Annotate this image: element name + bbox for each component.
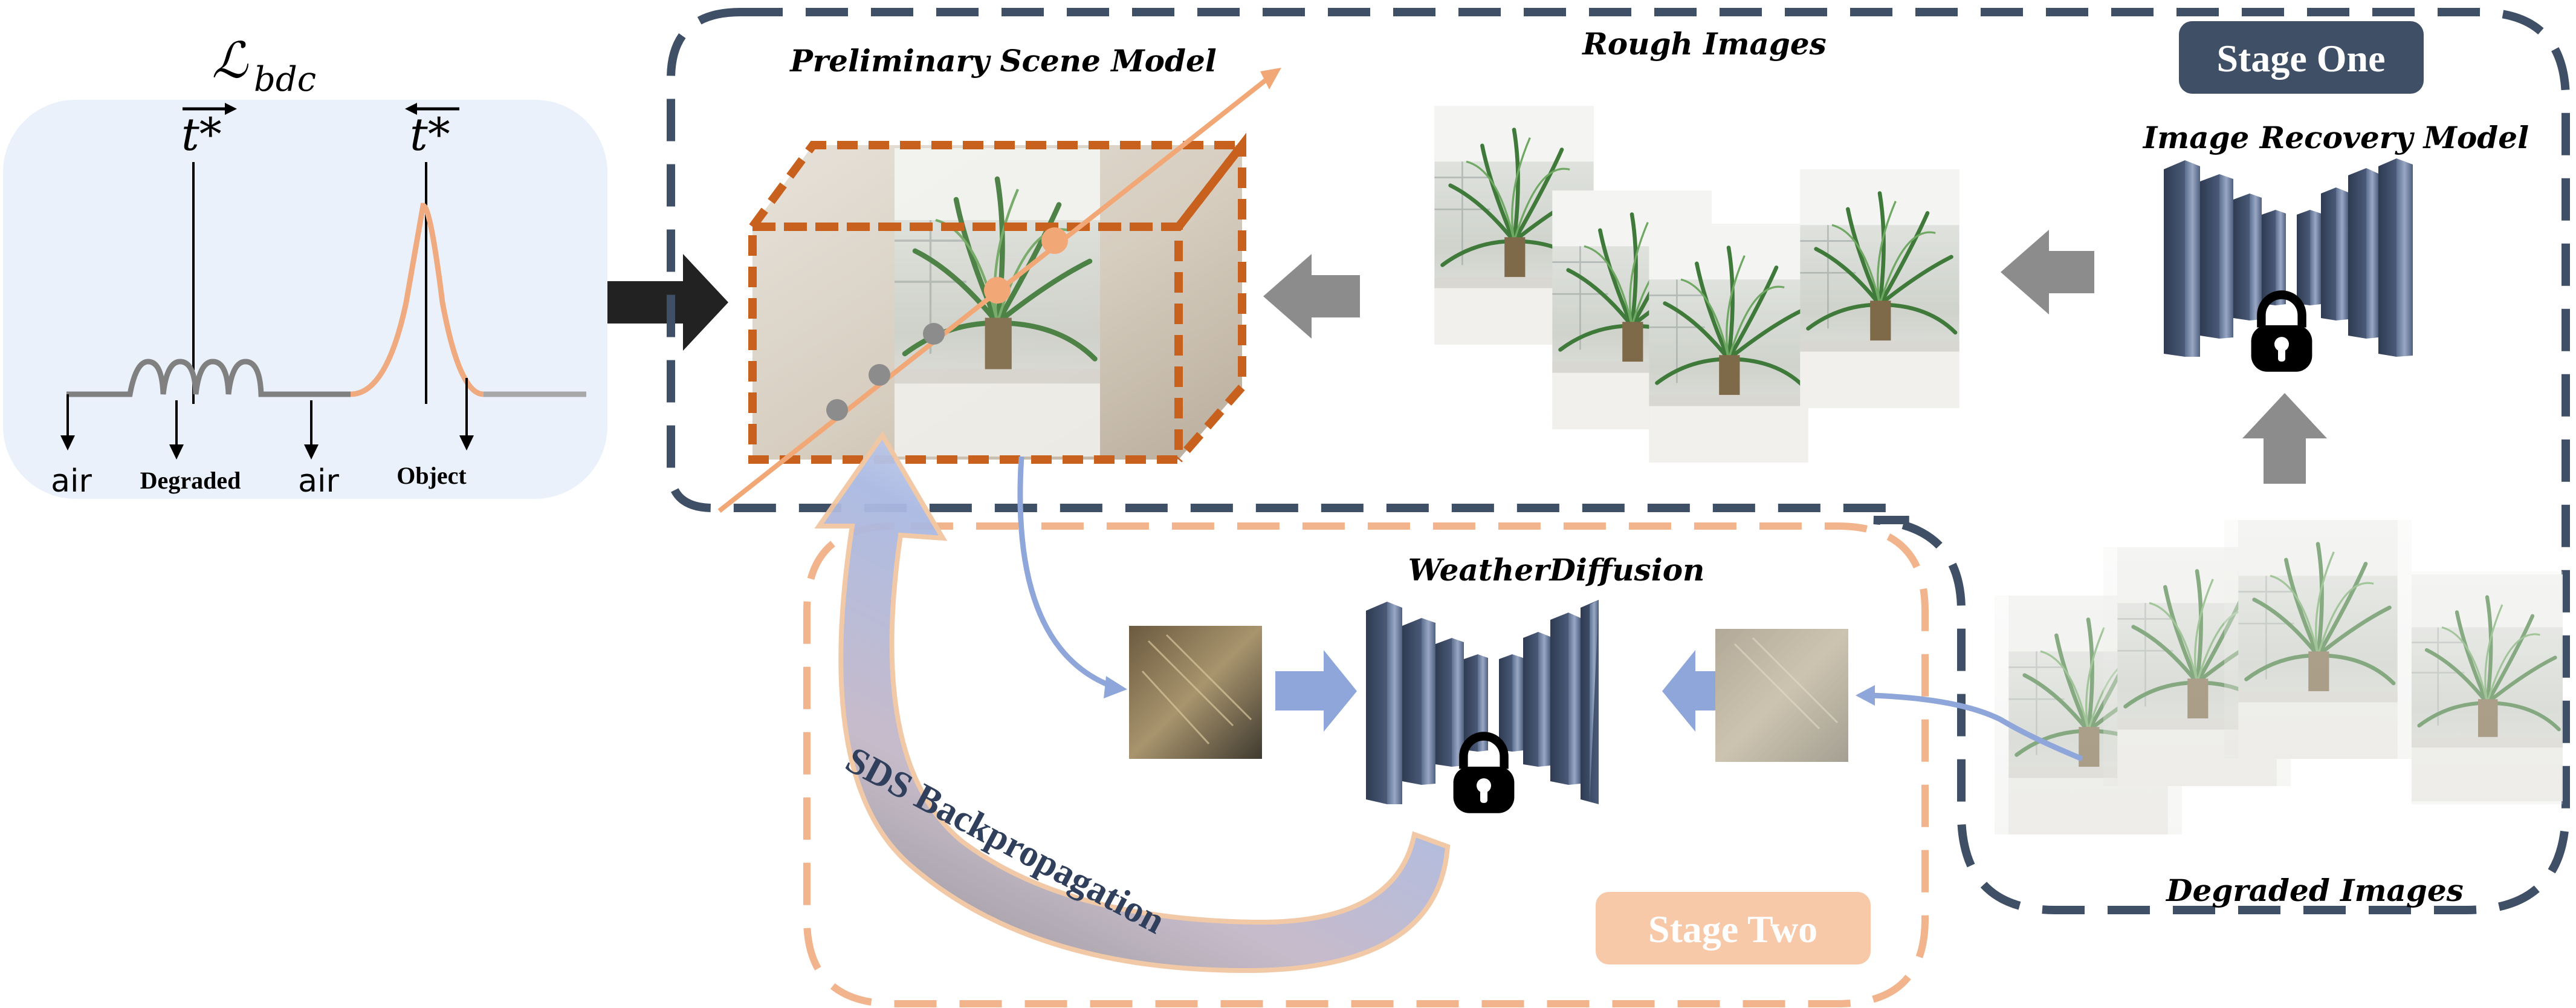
degraded-patch [1715, 629, 1848, 762]
degraded-images-title: Degraded Images [2165, 873, 2464, 908]
label-air-left: air [51, 463, 92, 499]
backward-ray-t-star: t* [410, 109, 450, 161]
stage-two-badge: Stage Two [1596, 892, 1871, 964]
sample-arrows [66, 378, 468, 450]
degraded-to-recovery-arrow [2242, 393, 2327, 484]
rough-to-scene-arrow [1263, 254, 1360, 339]
image-recovery-network-icon [2164, 158, 2413, 357]
bdc-loss-panel: ℒ bdc t* t* air Degraded a [3, 32, 607, 499]
rough-image-4 [1800, 169, 1959, 408]
loss-panel-background [3, 100, 607, 499]
rough-images-stack [1434, 106, 1959, 463]
stage-one-outline [740, 8, 2570, 914]
object-density-curve [350, 203, 586, 397]
degraded-patch-to-diffusion-arrow [1662, 650, 1744, 732]
degraded-images-stack [1995, 520, 2563, 834]
stage-two-label: Stage Two [1648, 908, 1817, 951]
stage-two-outline [803, 522, 1929, 1007]
forward-ray-label: t* [181, 103, 237, 161]
weather-diffusion-network-icon [1366, 600, 1599, 804]
image-recovery-model-title: Image Recovery Model [2142, 120, 2529, 155]
label-air-right: air [298, 463, 339, 499]
label-degraded: Degraded [140, 467, 241, 494]
rendered-patch [1129, 626, 1262, 759]
patch-to-diffusion-arrow [1275, 650, 1357, 732]
rough-image-3 [1649, 224, 1808, 463]
stage-one-outline-left [667, 8, 1892, 512]
sds-backprop-arrow [814, 431, 1451, 974]
stage-one-label: Stage One [2216, 37, 2385, 80]
preliminary-scene-model-title: Preliminary Scene Model [789, 43, 1217, 79]
degraded-density-curve [66, 359, 351, 397]
render-crop-arrow [1017, 456, 1113, 689]
weather-diffusion-title: WeatherDiffusion [1408, 552, 1705, 588]
loss-subscript: bdc [254, 60, 316, 99]
label-object: Object [396, 462, 467, 489]
stage-one-badge: Stage One [2179, 21, 2424, 94]
rough-images-title: Rough Images [1581, 26, 1827, 62]
ray-sample-points [826, 227, 1068, 421]
forward-ray-t-star: t* [181, 109, 222, 161]
degraded-crop-arrow [1870, 692, 2083, 762]
preliminary-scene-cube [717, 68, 1281, 513]
recovery-to-rough-arrow [2001, 230, 2094, 314]
backward-ray-label: t* [405, 103, 459, 161]
loss-symbol: ℒ [212, 32, 248, 89]
lock-icon [2251, 295, 2312, 372]
